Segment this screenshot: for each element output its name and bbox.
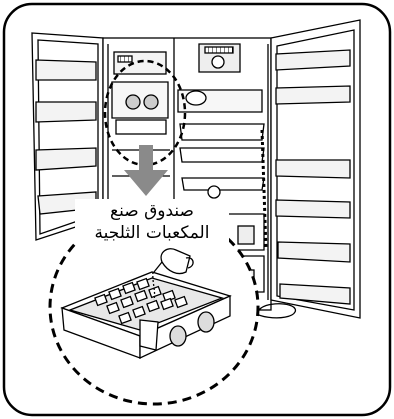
label-line-1: صندوق صنع (77, 200, 227, 222)
ice-maker-label: صندوق صنع المكعبات الثلجية (75, 199, 229, 245)
label-line-2: المكعبات الثلجية (77, 222, 227, 244)
fridge-door (262, 20, 360, 318)
